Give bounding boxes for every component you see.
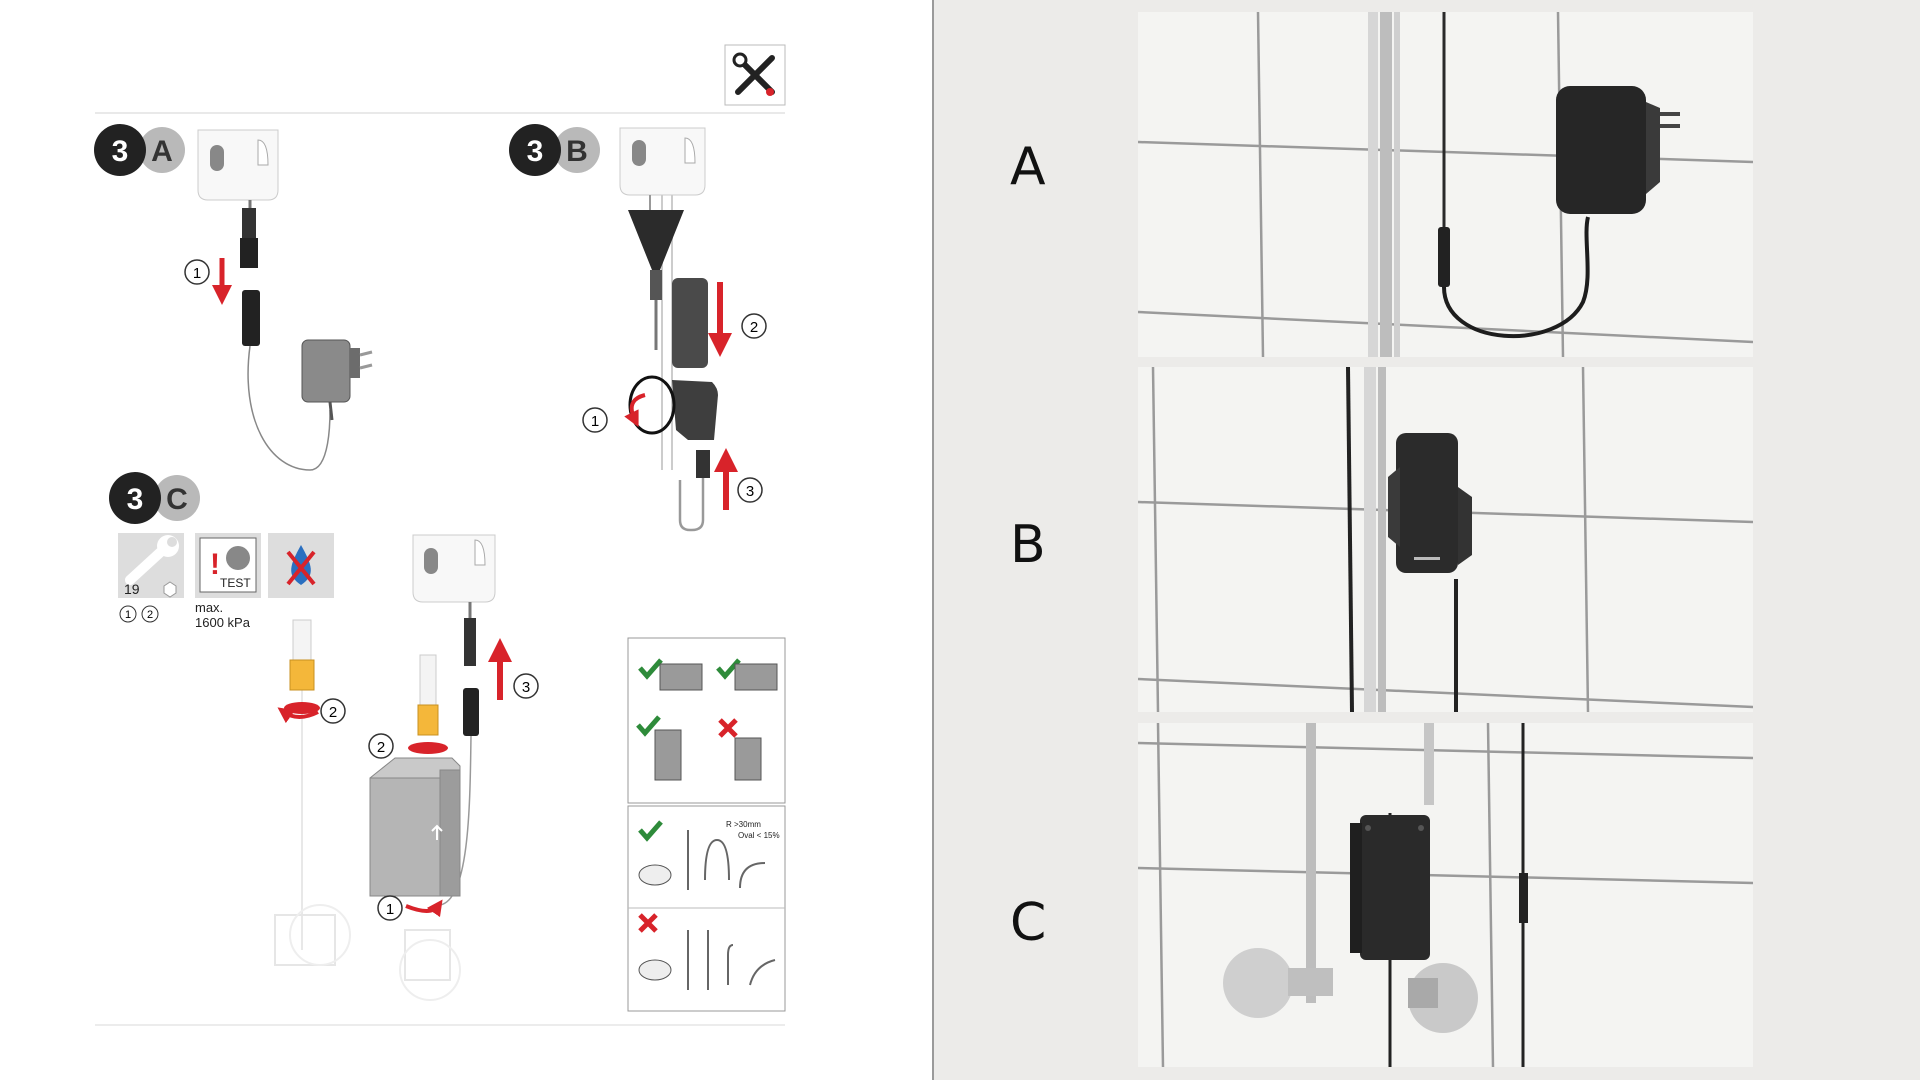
section-3b-letter: B [566, 135, 588, 168]
hose-oval-label: Oval < 15% [738, 831, 780, 840]
orientation-panel [627, 637, 786, 804]
section-3c-letter: C [166, 483, 188, 516]
step-circle-3c-2a: 2 [320, 698, 346, 724]
pressure-test-icon: ! TEST [195, 533, 261, 598]
svg-text:2: 2 [147, 609, 153, 621]
solenoid-valve-box [369, 654, 461, 1001]
instruction-manual-page: 3 A 1 3 B [0, 0, 932, 1080]
step-circle-3b-3: 3 [737, 477, 763, 503]
pressure-line-1: max. [195, 600, 223, 615]
wrench-step-1: 1 [119, 605, 137, 623]
faucet-sensor-3c [412, 534, 512, 906]
section-3c-badge: 3 C [109, 472, 200, 524]
section-3b-badge: 3 B [509, 124, 600, 176]
step-circle-3b-2: 2 [741, 313, 767, 339]
svg-text:2: 2 [750, 319, 758, 336]
svg-text:3: 3 [522, 679, 530, 696]
hose-radius-label: R >30mm [726, 820, 761, 829]
svg-text:1: 1 [193, 265, 201, 282]
power-adapter-3a [301, 339, 373, 421]
pressure-line-2: 1600 kPa [195, 615, 251, 630]
photo-a-power-adapter [1138, 12, 1753, 357]
wrench-19-icon: 19 [118, 533, 184, 598]
step-circle-3c-3: 3 [513, 673, 539, 699]
section-3b-number: 3 [527, 135, 544, 168]
manual-drawing: 3 A 1 3 B [94, 44, 786, 1026]
photo-label-b: B [1010, 515, 1046, 575]
panel-divider [932, 0, 934, 1080]
section-3c-number: 3 [127, 483, 144, 516]
faucet-sensor-3b [619, 127, 738, 532]
valve-assembly-left [274, 619, 351, 966]
svg-text:1: 1 [125, 609, 131, 621]
svg-text:3: 3 [746, 483, 754, 500]
step-circle-3c-2b: 2 [368, 733, 394, 759]
tools-icon [724, 44, 786, 106]
svg-text:2: 2 [377, 739, 385, 756]
no-water-icon [268, 533, 334, 598]
step-circle-3a-1: 1 [184, 259, 210, 285]
photo-b-battery-box [1138, 367, 1753, 712]
hose-guidance-panel: R >30mm Oval < 15% [627, 805, 786, 1012]
section-3a-letter: A [151, 135, 173, 168]
step-circle-3c-1: 1 [377, 895, 403, 921]
section-3a-badge: 3 A [94, 124, 185, 176]
svg-text:2: 2 [329, 704, 337, 721]
svg-text:1: 1 [386, 901, 394, 918]
photo-label-a: A [1010, 137, 1046, 197]
svg-text:1: 1 [591, 413, 599, 430]
photo-c-solenoid-box [1138, 723, 1753, 1067]
svg-text:!: ! [210, 548, 220, 581]
step-circle-3b-1: 1 [582, 407, 608, 433]
test-label: TEST [220, 576, 251, 590]
wrench-size-label: 19 [124, 581, 140, 597]
wrench-step-2: 2 [141, 605, 159, 623]
photo-label-c: C [1010, 893, 1047, 953]
faucet-sensor-3a [197, 129, 331, 471]
section-3a-number: 3 [112, 135, 129, 168]
